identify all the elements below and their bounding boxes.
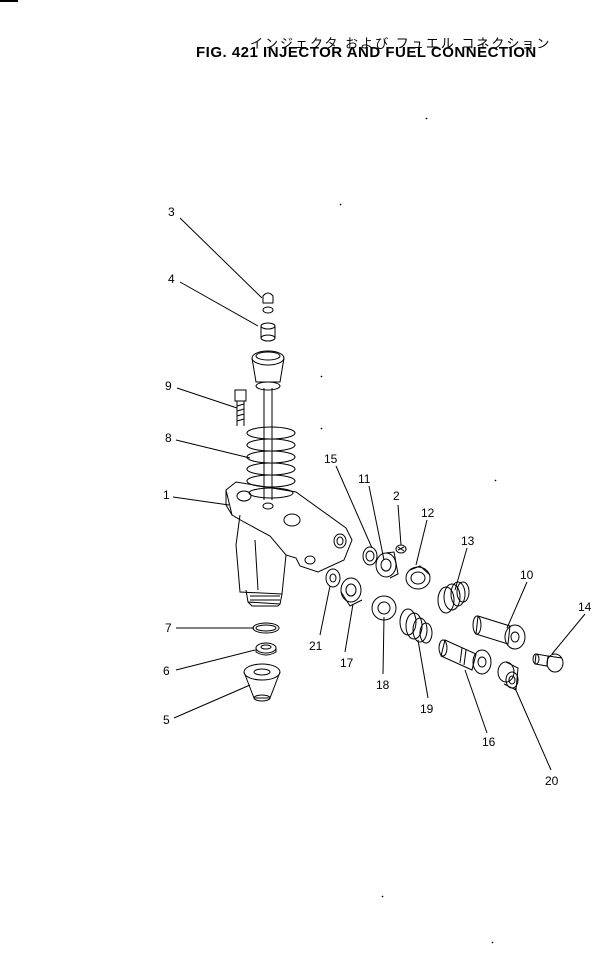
part-6-washer <box>255 642 277 656</box>
callout-4: 4 <box>168 272 175 286</box>
part-19-boot <box>399 608 433 644</box>
part-17-seal <box>340 577 363 607</box>
callout-21: 21 <box>309 639 323 653</box>
part-10-connector <box>472 615 526 650</box>
part-2-spring-pin <box>395 544 407 554</box>
callout-labels: 3 4 9 8 1 7 6 5 15 11 2 12 13 10 14 21 1… <box>163 205 592 788</box>
callout-3: 3 <box>168 205 175 219</box>
part-3-cap <box>262 292 274 314</box>
part-16-connector <box>438 639 492 675</box>
scan-specks <box>320 117 497 944</box>
callout-2: 2 <box>393 489 400 503</box>
callout-20: 20 <box>545 774 559 788</box>
part-5-nozzle-sleeve <box>243 663 281 702</box>
leader-lines <box>172 217 586 771</box>
callout-1: 1 <box>163 488 170 502</box>
callout-7: 7 <box>165 621 172 635</box>
part-18-collar <box>371 595 397 621</box>
callout-6: 6 <box>163 664 170 678</box>
callout-8: 8 <box>165 431 172 445</box>
callout-18: 18 <box>376 678 390 692</box>
part-13-boot <box>437 581 470 614</box>
part-15-washer <box>362 546 378 566</box>
callout-16: 16 <box>482 735 496 749</box>
callout-14: 14 <box>578 600 592 614</box>
corner-mark <box>0 0 18 2</box>
part-7-o-ring <box>252 622 280 634</box>
part-11-seal <box>375 551 399 579</box>
callout-12: 12 <box>421 506 435 520</box>
part-14-bolt <box>532 653 564 673</box>
figure-title: FIG. 421 INJECTOR AND FUEL CONNECTION <box>196 44 537 61</box>
callout-10: 10 <box>520 568 534 582</box>
callout-13: 13 <box>461 534 475 548</box>
callout-15: 15 <box>324 452 338 466</box>
part-9-bolt <box>234 389 247 426</box>
callout-17: 17 <box>340 656 354 670</box>
callout-11: 11 <box>358 472 371 486</box>
figure-title-japanese: インジェクタ および フュエル コネクション <box>250 36 552 51</box>
part-21-washer <box>325 568 341 588</box>
part-4-bushing <box>260 322 276 342</box>
part-12-collar <box>405 565 431 590</box>
part-1-injector-body <box>225 481 353 607</box>
injector-plunger <box>251 350 285 500</box>
callout-19: 19 <box>420 702 434 716</box>
part-20-nut <box>497 661 519 691</box>
callout-9: 9 <box>165 379 172 393</box>
callout-5: 5 <box>163 713 170 727</box>
